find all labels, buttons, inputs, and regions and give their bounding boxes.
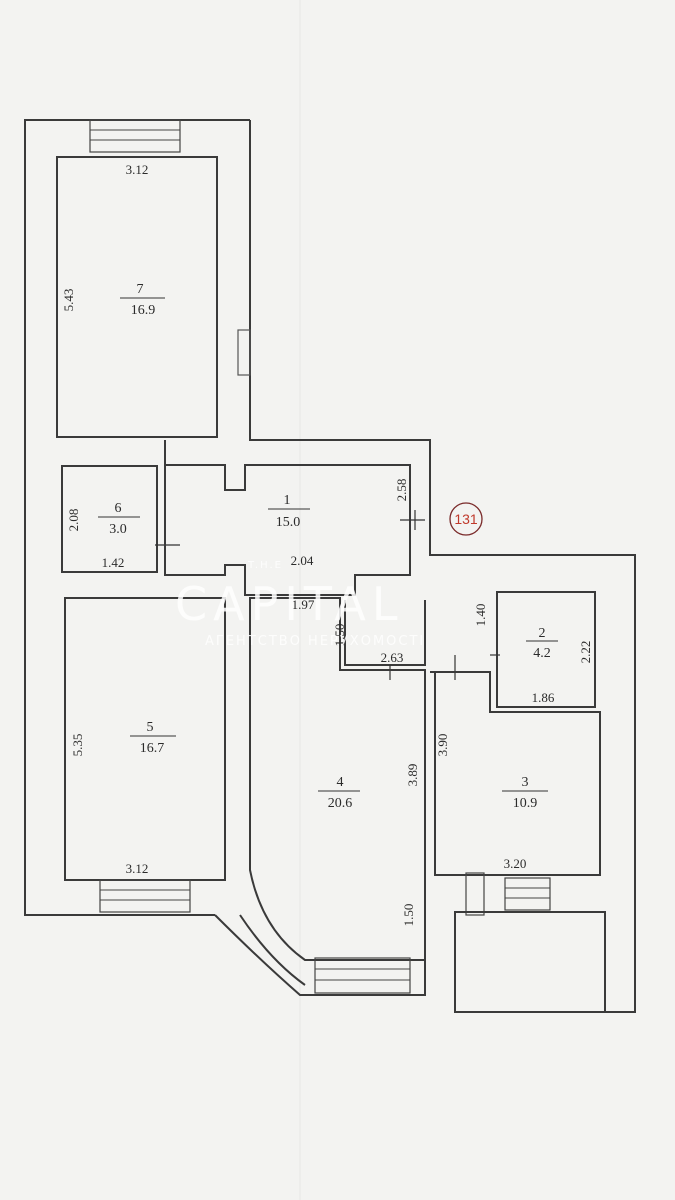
room-5-number: 5 <box>147 720 154 735</box>
dim-corridor-len: 1.50 <box>332 624 347 647</box>
outer-wall-right <box>249 120 636 1013</box>
dim-r1-length: 2.58 <box>394 479 409 502</box>
dim-r5-width: 3.12 <box>126 861 149 876</box>
watermark-sub: АГЕНТСТВО НЕРУХОМОСТІ <box>205 634 425 649</box>
room-7-number: 7 <box>137 282 144 297</box>
room-7-area: 16.9 <box>131 303 156 318</box>
window-room-5 <box>99 879 191 913</box>
window-room-4 <box>314 957 411 994</box>
room-6-area: 3.0 <box>109 522 127 537</box>
watermark-brand: CAPITAL <box>175 577 404 631</box>
dim-r3-width: 3.20 <box>504 856 527 871</box>
dim-r5-length: 5.35 <box>70 734 85 757</box>
niche <box>237 329 251 376</box>
room-3-number: 3 <box>522 775 529 790</box>
dim-corridor-width: 2.63 <box>381 650 404 665</box>
dim-r6-length: 2.08 <box>66 509 81 532</box>
room-3-outline <box>430 671 601 876</box>
room-1-outline <box>164 440 411 596</box>
room-1-area: 15.0 <box>276 515 301 530</box>
dim-r4-bottom: 1.50 <box>401 904 416 927</box>
dimension-labels: 3.12 5.43 2.08 1.42 2.58 2.04 1.97 1.50 … <box>61 162 593 926</box>
window-top <box>89 119 181 153</box>
watermark-top: T.H.E <box>247 560 283 571</box>
room-4-area: 20.6 <box>328 796 353 811</box>
dim-r7-width: 3.12 <box>126 162 149 177</box>
dim-r3-length: 3.90 <box>435 734 450 757</box>
dim-r1-width-a: 2.04 <box>291 553 314 568</box>
dim-r4-length: 3.89 <box>405 764 420 787</box>
window-room-3 <box>465 872 551 916</box>
room-4-outline <box>249 597 426 961</box>
dim-r2-length-a: 1.40 <box>473 604 488 627</box>
outer-wall-curve <box>214 900 426 996</box>
room-1-number: 1 <box>284 493 291 508</box>
room-2-outline <box>496 591 596 708</box>
room-5-area: 16.7 <box>140 741 165 756</box>
room-6-number: 6 <box>115 501 122 516</box>
room-2-area: 4.2 <box>533 646 551 661</box>
dim-r1-width-b: 1.97 <box>292 597 315 612</box>
room-labels: 7 16.9 6 3.0 1 15.0 2 4.2 5 16.7 4 20.6 … <box>98 282 558 811</box>
corridor-outline <box>344 600 426 666</box>
room-2-number: 2 <box>539 626 546 641</box>
dim-r2-width: 1.86 <box>532 690 555 705</box>
balcony <box>454 911 606 1013</box>
room-6-outline <box>61 465 158 573</box>
stamp-text: 131 <box>454 511 478 527</box>
stamp-131: 131 <box>449 502 483 536</box>
inner-curve <box>239 914 306 986</box>
dim-r6-width: 1.42 <box>102 555 125 570</box>
room-7-outline <box>56 156 218 438</box>
dim-r2-length-b: 2.22 <box>578 641 593 664</box>
watermark: T.H.E CAPITAL АГЕНТСТВО НЕРУХОМОСТІ <box>175 560 425 649</box>
room-3-area: 10.9 <box>513 796 538 811</box>
dim-r7-length: 5.43 <box>61 289 76 312</box>
room-4-number: 4 <box>337 775 344 790</box>
